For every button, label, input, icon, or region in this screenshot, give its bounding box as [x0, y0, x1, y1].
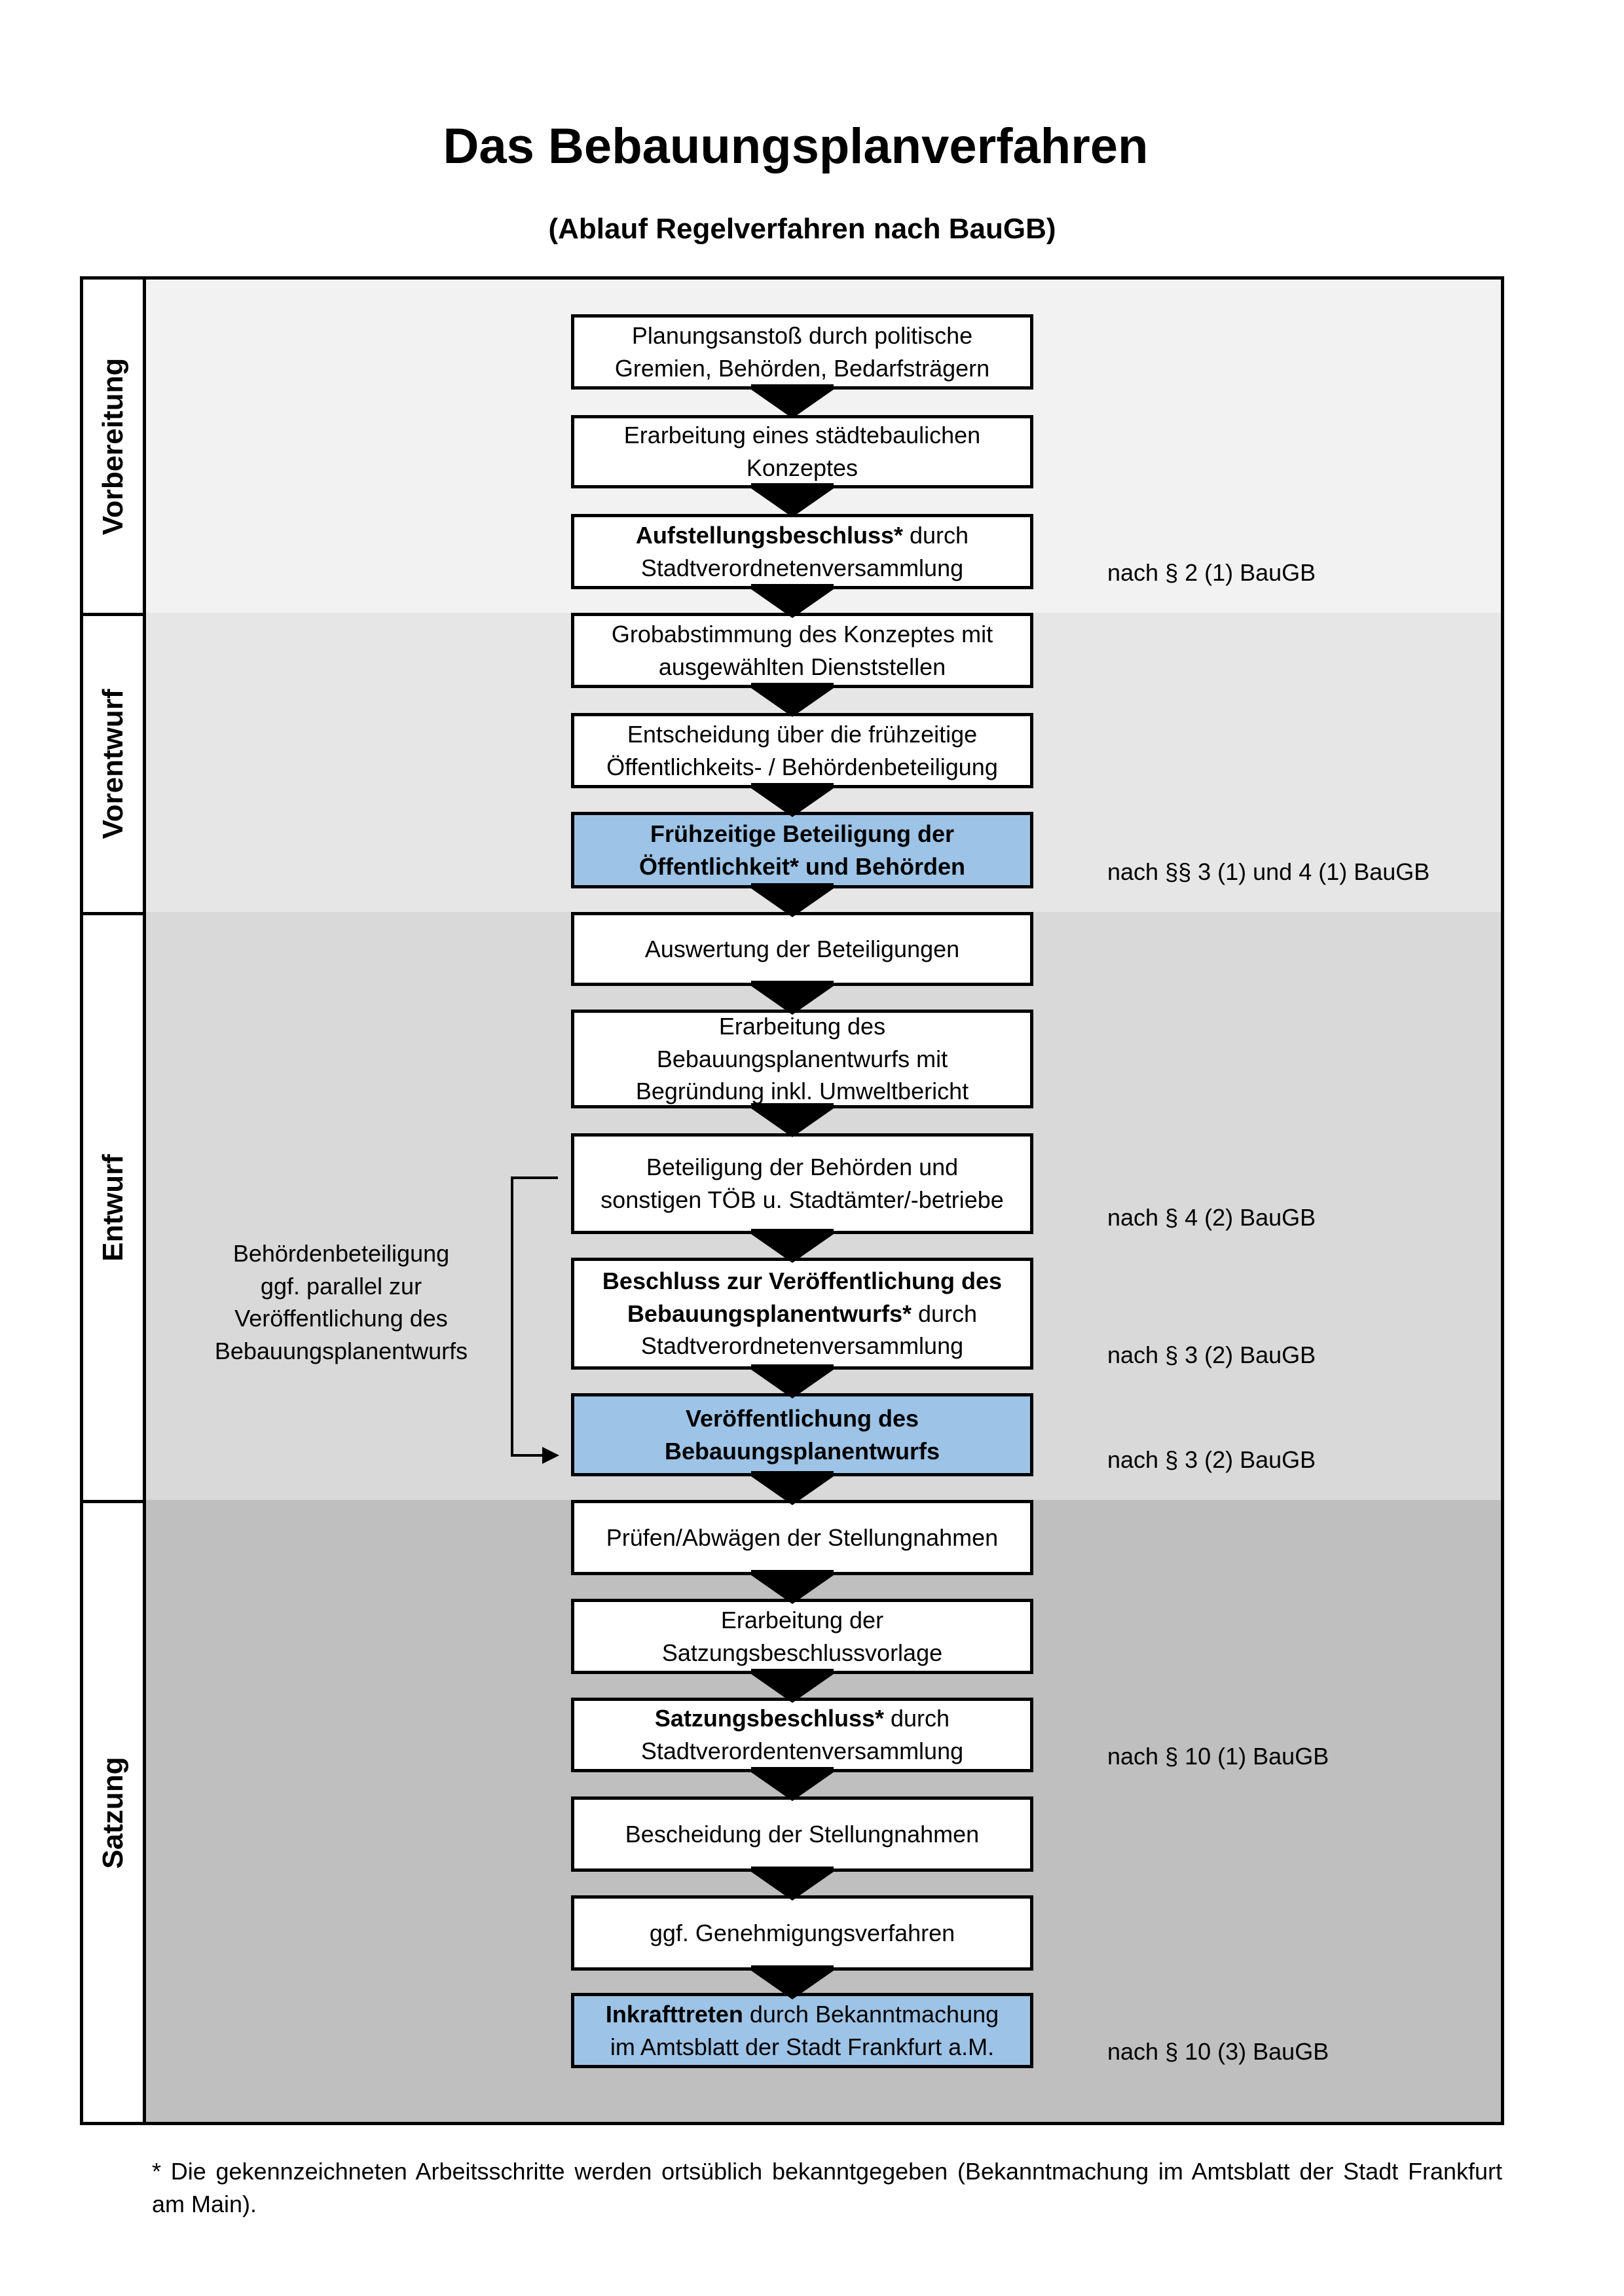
process-step-bold-text: Frühzeitige Beteiligung der Öffentlichke…: [638, 820, 966, 880]
flow-arrow-down-icon: [751, 584, 834, 618]
process-step-normal-text: Erarbeitung des Bebauungsplanentwurfs mi…: [635, 1013, 969, 1105]
section-label-vorentwurf: Vorentwurf: [80, 613, 146, 915]
process-step: Satzungsbeschluss* durch Stadtverordente…: [571, 1698, 1033, 1772]
legal-reference: nach § 3 (2) BauGB: [1107, 1446, 1316, 1473]
process-step-text: Auswertung der Beteiligungen: [645, 933, 959, 966]
flow-arrow-down-icon: [751, 1570, 834, 1604]
flow-arrow-down-icon: [751, 1364, 834, 1398]
parallel-participation-note: Behördenbeteiligung ggf. parallel zur Ve…: [214, 1240, 468, 1365]
process-step-text: Entscheidung über die frühzeitige Öffent…: [606, 718, 998, 783]
process-step-text: Erarbeitung eines städtebaulichen Konzep…: [624, 419, 980, 484]
process-step: Beschluss zur Veröffentlichung des Bebau…: [571, 1258, 1033, 1370]
process-step-normal-text: Prüfen/Abwägen der Stellungnahmen: [606, 1523, 999, 1551]
process-step-normal-text: Entscheidung über die frühzeitige Öffent…: [606, 720, 998, 780]
page-title: Das Bebauungsplanverfahren: [443, 118, 1149, 174]
flow-arrow-down-icon: [751, 1767, 834, 1801]
process-step: Erarbeitung des Bebauungsplanentwurfs mi…: [571, 1010, 1033, 1108]
process-step-text: Prüfen/Abwägen der Stellungnahmen: [606, 1522, 998, 1554]
process-step-text: Erarbeitung der Satzungsbeschlussvorlage: [662, 1604, 942, 1669]
process-step: Beteiligung der Behörden und sonstigen T…: [571, 1133, 1033, 1234]
footnote: * Die gekennzeichneten Arbeitsschritte w…: [152, 2158, 1502, 2217]
process-step-normal-text: durch Stadtverordnetenversammlung: [640, 521, 969, 581]
legal-reference: nach § 10 (1) BauGB: [1107, 1743, 1329, 1770]
legal-reference: nach § 10 (3) BauGB: [1107, 2038, 1329, 2065]
process-step: Frühzeitige Beteiligung der Öffentlichke…: [571, 812, 1033, 888]
process-step: ggf. Genehmigungsverfahren: [571, 1895, 1033, 1971]
process-step-text: ggf. Genehmigungsverfahren: [650, 1917, 955, 1950]
process-step-normal-text: Auswertung der Beteiligungen: [644, 935, 960, 962]
flow-arrow-down-icon: [751, 783, 834, 817]
process-step-text: Bescheidung der Stellungnahmen: [625, 1818, 979, 1851]
flow-arrow-down-icon: [751, 384, 834, 418]
legal-reference: nach § 4 (2) BauGB: [1107, 1204, 1316, 1231]
process-step-text: Erarbeitung des Bebauungsplanentwurfs mi…: [636, 1010, 969, 1108]
process-step: Prüfen/Abwägen der Stellungnahmen: [571, 1500, 1033, 1575]
flow-arrow-down-icon: [751, 1471, 834, 1505]
process-step: Inkrafttreten durch Bekanntmachung im Am…: [571, 1993, 1033, 2068]
process-step-text: Aufstellungsbeschluss* durch Stadtverord…: [636, 519, 969, 584]
process-step-normal-text: Beteiligung der Behörden und sonstigen T…: [600, 1154, 1004, 1213]
process-step-text: Beteiligung der Behörden und sonstigen T…: [600, 1151, 1004, 1216]
section-label-vorbereitung: Vorbereitung: [80, 276, 146, 616]
process-step-text: Beschluss zur Veröffentlichung des Bebau…: [602, 1265, 1002, 1362]
process-step-text: Grobabstimmung des Konzeptes mit ausgewä…: [612, 618, 993, 683]
page-subtitle: (Ablauf Regelverfahren nach BauGB): [548, 213, 1056, 245]
process-step-normal-text: Erarbeitung eines städtebaulichen Konzep…: [623, 422, 981, 481]
legal-reference: nach §§ 3 (1) und 4 (1) BauGB: [1107, 858, 1430, 885]
legal-reference: nach § 3 (2) BauGB: [1107, 1341, 1316, 1368]
process-step-normal-text: Bescheidung der Stellungnahmen: [625, 1820, 980, 1848]
flow-arrow-down-icon: [751, 1103, 834, 1137]
process-step: Entscheidung über die frühzeitige Öffent…: [571, 713, 1033, 788]
process-step-bold-text: Inkrafttreten: [605, 2000, 743, 2028]
process-step-normal-text: durch Stadtverordnetenversammlung: [640, 1300, 978, 1360]
process-step: Erarbeitung eines städtebaulichen Konzep…: [571, 415, 1033, 488]
legal-reference: nach § 2 (1) BauGB: [1107, 559, 1316, 586]
process-step: Grobabstimmung des Konzeptes mit ausgewä…: [571, 613, 1033, 688]
flow-arrow-down-icon: [751, 1229, 834, 1263]
process-step: Veröffentlichung des Bebauungsplanentwur…: [571, 1393, 1033, 1476]
process-step: Aufstellungsbeschluss* durch Stadtverord…: [571, 514, 1033, 589]
process-step: Auswertung der Beteiligungen: [571, 912, 1033, 986]
process-step-normal-text: durch Stadtverordentenversammlung: [640, 1705, 964, 1764]
process-step-normal-text: Erarbeitung der Satzungsbeschlussvorlage: [661, 1606, 943, 1666]
process-step-bold-text: Aufstellungsbeschluss*: [635, 521, 904, 549]
process-step-bold-text: Veröffentlichung des Bebauungsplanentwur…: [664, 1404, 940, 1465]
flow-arrow-down-icon: [751, 683, 834, 717]
flow-arrow-down-icon: [751, 981, 834, 1015]
parallel-connector-arrow: [511, 1176, 559, 1464]
process-step-text: Planungsanstoß durch politische Gremien,…: [615, 319, 989, 384]
process-step-text: Frühzeitige Beteiligung der Öffentlichke…: [639, 818, 965, 883]
flow-arrow-down-icon: [751, 483, 834, 517]
flow-arrow-down-icon: [751, 1867, 834, 1901]
process-step: Bescheidung der Stellungnahmen: [571, 1796, 1033, 1872]
diagram-frame: [80, 276, 1504, 2125]
process-step: Planungsanstoß durch politische Gremien,…: [571, 314, 1033, 390]
process-step-text: Veröffentlichung des Bebauungsplanentwur…: [665, 1402, 940, 1467]
process-step-text: Satzungsbeschluss* durch Stadtverordente…: [641, 1702, 963, 1767]
process-step-normal-text: durch Bekanntmachung im Amtsblatt der St…: [610, 2000, 999, 2060]
process-step-bold-text: Beschluss zur Veröffentlichung des Bebau…: [602, 1267, 1003, 1327]
process-step-normal-text: ggf. Genehmigungsverfahren: [649, 1919, 955, 1946]
process-step: Erarbeitung der Satzungsbeschlussvorlage: [571, 1599, 1033, 1674]
process-step-text: Inkrafttreten durch Bekanntmachung im Am…: [606, 1998, 999, 2063]
process-step-normal-text: Planungsanstoß durch politische Gremien,…: [614, 321, 990, 382]
flow-arrow-down-icon: [751, 1965, 834, 1999]
process-step-bold-text: Satzungsbeschluss*: [654, 1705, 885, 1732]
flow-arrow-down-icon: [751, 883, 834, 917]
flow-arrow-down-icon: [751, 1669, 834, 1703]
process-step-normal-text: Grobabstimmung des Konzeptes mit ausgewä…: [611, 620, 993, 680]
